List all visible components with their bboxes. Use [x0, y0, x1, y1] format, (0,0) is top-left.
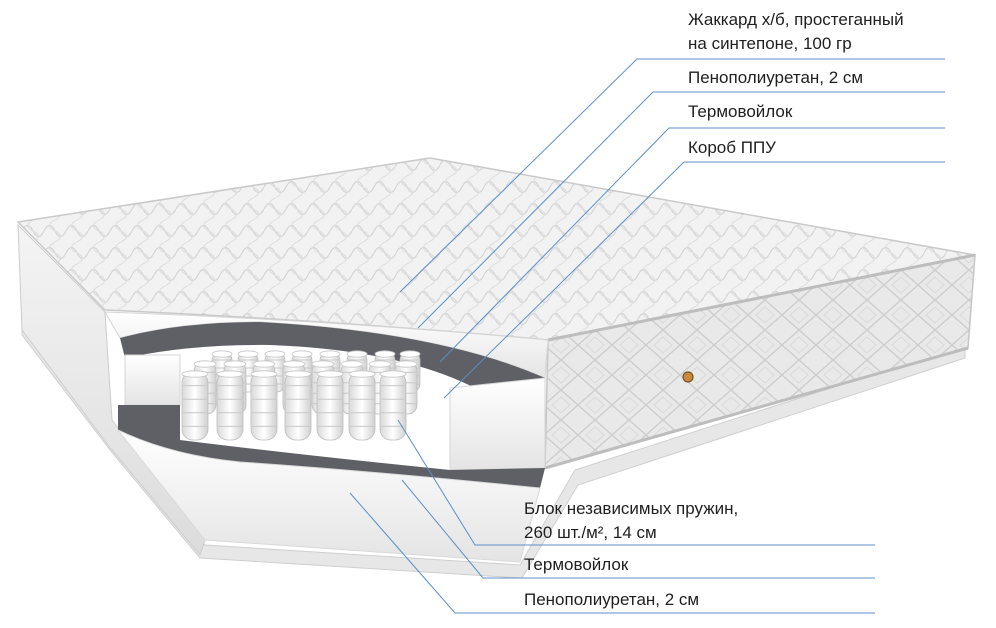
leader-line-ppu-bottom: [349, 492, 875, 614]
spring-coil: [379, 370, 407, 441]
callout-line: Жаккард х/б, простеганный: [688, 10, 904, 29]
callout-line: 260 шт./м², 14 см: [524, 523, 657, 542]
callout-label-ppu-top: Пенополиуретан, 2 см: [688, 66, 863, 90]
callout-label-felt-top: Термовойлок: [688, 100, 792, 124]
leader-line-box: [443, 161, 945, 399]
top-edge-piping: [547, 253, 976, 342]
callout-line: Термовойлок: [688, 102, 793, 121]
foam-box-left: [124, 354, 181, 406]
mattress-left-side: [17, 223, 206, 557]
leader-line-felt-top: [439, 127, 945, 363]
spring-coil: [250, 370, 278, 441]
callout-line: на синтепоне, 100 гр: [688, 34, 852, 53]
leader-line-felt-bottom: [401, 479, 875, 579]
callout-label-jacquard: Жаккард х/б, простеганный на синтепоне, 1…: [688, 8, 904, 56]
callout-label-felt-bottom: Термовойлок: [524, 553, 628, 577]
callout-line: Термовойлок: [524, 555, 629, 574]
foam-box-right: [449, 377, 546, 471]
mattress: [16, 157, 976, 579]
leader-line-ppu-top: [417, 91, 945, 329]
spring-coil: [181, 370, 209, 441]
leader-lines: [349, 58, 945, 614]
callout-line: Пенополиуретан, 2 см: [524, 590, 700, 609]
callout-label-ppu-bottom: Пенополиуретан, 2 см: [524, 588, 699, 612]
leader-line-springs: [397, 419, 875, 546]
callout-label-springs: Блок независимых пружин, 260 шт./м², 14 с…: [524, 497, 738, 545]
cutaway-bottom-felt: [118, 405, 545, 488]
callout-line: Пенополиуретан, 2 см: [688, 68, 864, 87]
spring-coil: [216, 370, 244, 441]
cutaway-top-felt: [120, 322, 545, 388]
cutaway-bottom-foam: [117, 429, 541, 563]
vent-icon: [682, 371, 694, 383]
leader-line-jacquard: [399, 58, 945, 293]
spring-coil: [284, 370, 312, 441]
mattress-base: [21, 318, 966, 579]
spring-coil: [348, 370, 376, 441]
bottom-edge-piping: [544, 346, 969, 470]
callout-line: Блок независимых пружин,: [524, 499, 739, 518]
spring-coil: [316, 370, 344, 441]
callout-line: Короб ППУ: [688, 138, 776, 157]
spring-block: [181, 350, 421, 441]
callout-label-box: Короб ППУ: [688, 136, 776, 160]
